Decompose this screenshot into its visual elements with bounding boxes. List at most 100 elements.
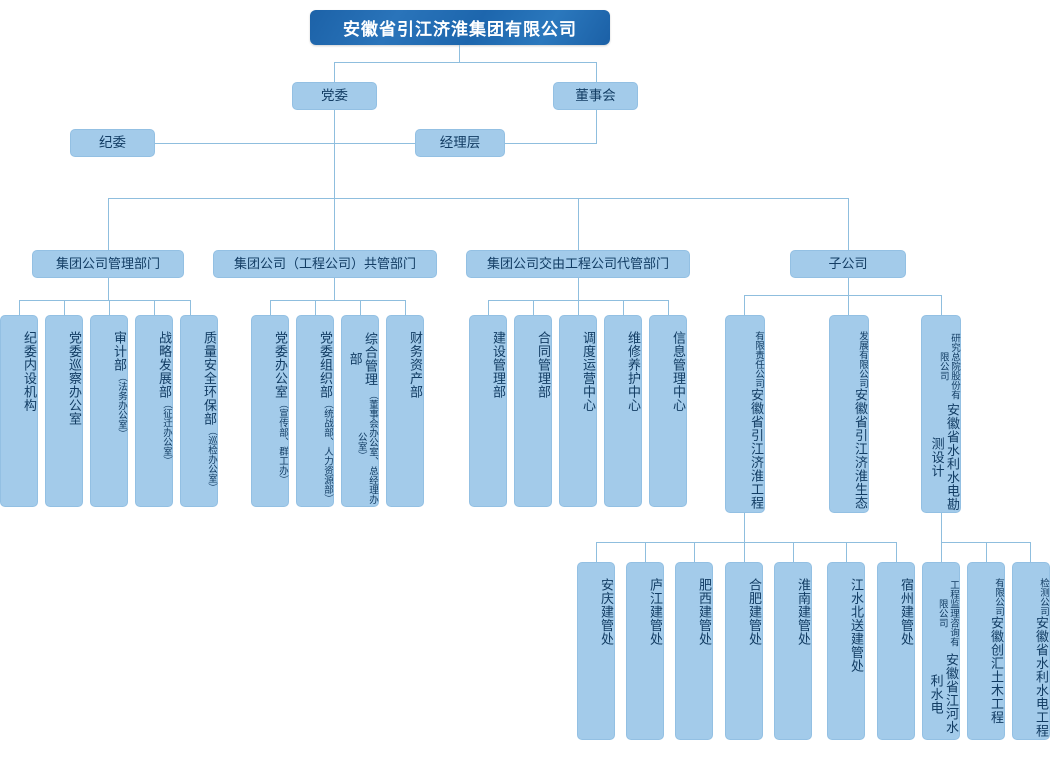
branch-name: 安庆建管处	[599, 578, 614, 646]
design-branch-column[interactable]: 工程监理咨询有限公司 安徽省江河水利水电	[922, 562, 960, 740]
connector-sub1-c1	[596, 542, 597, 562]
dept-column[interactable]: 党委组织部 （统战部、人力资源部）	[296, 315, 334, 507]
design-branch-subname: 有限公司	[993, 578, 1004, 616]
connector-cat2-bus	[270, 300, 405, 301]
connector-cat3-c5	[668, 300, 669, 315]
branch-name: 肥西建管处	[697, 578, 712, 646]
dept-name: 综合管理部	[347, 332, 378, 387]
dept-subname: （董事会办公室、总经理办公室）	[355, 389, 378, 504]
subsidiary-name: 安徽省引江济淮生态	[853, 388, 868, 510]
branch-name: 庐江建管处	[648, 578, 663, 646]
dept-subname: （宣传部、群工办）	[277, 398, 288, 485]
connector-cat1-c2	[64, 300, 65, 315]
dept-name: 建设管理部	[491, 331, 506, 399]
subsidiary-name: 安徽省引江济淮工程	[749, 388, 764, 510]
branch-column[interactable]: 肥西建管处	[675, 562, 713, 740]
connector-sub3-stem	[941, 513, 942, 542]
category-subsidiaries[interactable]: 子公司	[790, 250, 906, 278]
category-group-delegated-depts[interactable]: 集团公司交由工程公司代管部门	[466, 250, 690, 278]
branch-column[interactable]: 淮南建管处	[774, 562, 812, 740]
connector-cat1-c5	[190, 300, 191, 315]
subsidiary-subname: 有限责任公司	[753, 331, 764, 388]
dept-column[interactable]: 合同管理部	[514, 315, 552, 507]
connector-cat3-c4	[623, 300, 624, 315]
dept-column[interactable]: 党委办公室 （宣传部、群工办）	[251, 315, 289, 507]
dept-column[interactable]: 纪委内设机构	[0, 315, 38, 507]
connector-cat1-bus	[19, 300, 190, 301]
design-branch-name: 安徽创汇土木工程	[989, 616, 1004, 724]
connector-cat4-c1	[744, 295, 745, 315]
node-party-committee[interactable]: 党委	[292, 82, 377, 110]
connector-cat1-c3	[109, 300, 110, 315]
subsidiary-column[interactable]: 有限责任公司 安徽省引江济淮工程	[725, 315, 765, 513]
node-management-layer[interactable]: 经理层	[415, 129, 505, 157]
connector-cat-3	[578, 198, 579, 250]
connector-cat3-c3	[578, 300, 579, 315]
connector-sub1-c6	[846, 542, 847, 562]
dept-name: 质量安全环保部	[202, 331, 217, 426]
dept-column[interactable]: 质量安全环保部 （巡检办公室）	[180, 315, 218, 507]
branch-name: 淮南建管处	[796, 578, 811, 646]
branch-column[interactable]: 庐江建管处	[626, 562, 664, 740]
dept-column[interactable]: 战略发展部 （征迁办公室）	[135, 315, 173, 507]
connector-sub1-c2	[645, 542, 646, 562]
connector-cat4-c2	[848, 295, 849, 315]
dept-column[interactable]: 综合管理部 （董事会办公室、总经理办公室）	[341, 315, 379, 507]
design-branch-subname: 工程监理咨询有限公司	[936, 580, 959, 647]
connector-root-stem	[459, 45, 460, 62]
dept-column[interactable]: 建设管理部	[469, 315, 507, 507]
connector-category-bus	[108, 198, 849, 199]
connector-cat1-c1	[19, 300, 20, 315]
dept-column[interactable]: 财务资产部	[386, 315, 424, 507]
branch-name: 江水北送建管处	[849, 578, 864, 673]
category-group-engineering-joint-depts[interactable]: 集团公司（工程公司）共管部门	[213, 250, 437, 278]
dept-subname: （法务办公室）	[116, 371, 127, 439]
subsidiary-subname: 研究总院股份有限公司	[937, 333, 960, 400]
connector-cat-4	[848, 198, 849, 250]
subsidiary-column[interactable]: 发展有限公司 安徽省引江济淮生态	[829, 315, 869, 513]
dept-column[interactable]: 信息管理中心	[649, 315, 687, 507]
connector-sub1-c3	[694, 542, 695, 562]
connector-cat2-stem	[334, 278, 335, 300]
branch-column[interactable]: 江水北送建管处	[827, 562, 865, 740]
connector-cat-1	[108, 198, 109, 250]
branch-column[interactable]: 合肥建管处	[725, 562, 763, 740]
connector-cat-2	[334, 198, 335, 250]
design-branch-column[interactable]: 有限公司 安徽创汇土木工程	[967, 562, 1005, 740]
subsidiary-column[interactable]: 研究总院股份有限公司 安徽省水利水电勘测设计	[921, 315, 961, 513]
connector-cat3-stem	[578, 278, 579, 300]
dept-name: 调度运营中心	[581, 331, 596, 412]
connector-cat4-bus	[744, 295, 941, 296]
connector-cat4-c3	[941, 295, 942, 315]
dept-name: 审计部	[112, 331, 127, 372]
dept-column[interactable]: 维修养护中心	[604, 315, 642, 507]
connector-board-down	[596, 110, 597, 143]
branch-column[interactable]: 宿州建管处	[877, 562, 915, 740]
connector-cat2-c4	[405, 300, 406, 315]
connector-cat3-c2	[533, 300, 534, 315]
connector-sub3-c1	[941, 542, 942, 562]
design-branch-subname: 检测公司	[1038, 578, 1049, 616]
connector-sub1-bus	[596, 542, 896, 543]
connector-sub3-bus	[941, 542, 1030, 543]
connector-discipline-to-management	[155, 143, 415, 144]
connector-cat2-c3	[360, 300, 361, 315]
dept-name: 信息管理中心	[671, 331, 686, 412]
dept-name: 财务资产部	[408, 331, 423, 399]
root-node-group-company[interactable]: 安徽省引江济淮集团有限公司	[310, 10, 610, 45]
design-branch-column[interactable]: 检测公司 安徽省水利水电工程	[1012, 562, 1050, 740]
node-discipline-committee[interactable]: 纪委	[70, 129, 155, 157]
dept-column[interactable]: 调度运营中心	[559, 315, 597, 507]
dept-subname: （统战部、人力资源部）	[322, 398, 333, 504]
dept-column[interactable]: 审计部 （法务办公室）	[90, 315, 128, 507]
connector-sub1-c7	[896, 542, 897, 562]
dept-column[interactable]: 党委巡察办公室	[45, 315, 83, 507]
category-group-management-depts[interactable]: 集团公司管理部门	[32, 250, 184, 278]
connector-sub3-c3	[1030, 542, 1031, 562]
branch-column[interactable]: 安庆建管处	[577, 562, 615, 740]
connector-sub3-c2	[986, 542, 987, 562]
dept-name: 维修养护中心	[626, 331, 641, 412]
node-board-of-directors[interactable]: 董事会	[553, 82, 638, 110]
connector-to-party-committee	[334, 62, 335, 82]
design-branch-name: 安徽省江河水利水电	[928, 653, 959, 735]
